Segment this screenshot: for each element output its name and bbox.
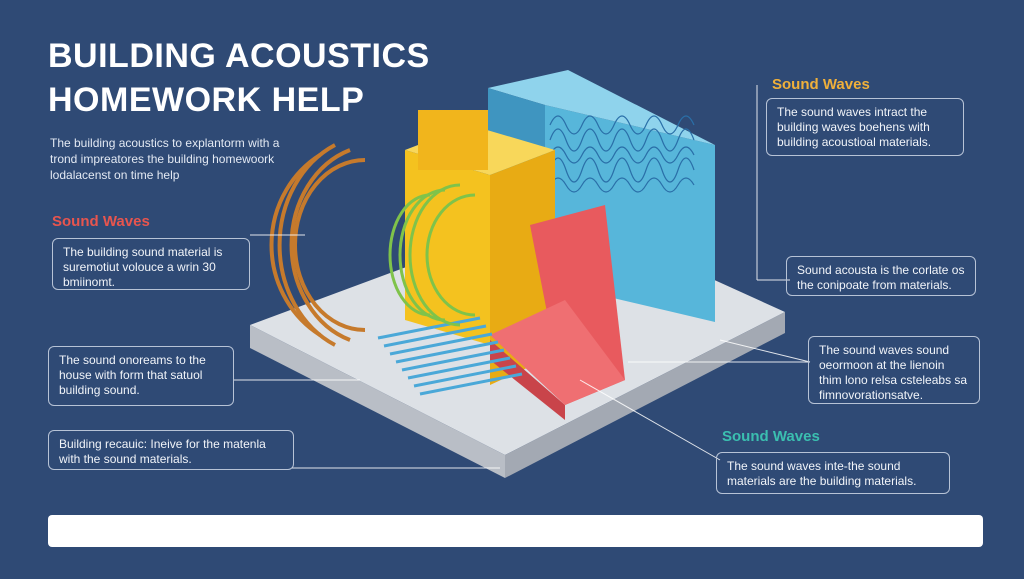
intro-text: The building acoustics to explantorm wit… bbox=[50, 136, 280, 182]
right-box-top: The sound waves intract the building wav… bbox=[766, 98, 964, 156]
leader-lines bbox=[233, 85, 811, 469]
blue-panel-waveform bbox=[549, 115, 695, 193]
left-box-3: Building recauic: Ineive for the matenla… bbox=[48, 430, 294, 470]
blue-panel-top bbox=[488, 70, 715, 145]
right-box-bottom: The sound waves inte-the sound materials… bbox=[716, 452, 950, 494]
title-line-1: BUILDING ACOUSTICS bbox=[48, 37, 430, 75]
yellow-panel-front bbox=[405, 150, 490, 345]
left-box-1: The building sound material is suremotiu… bbox=[52, 238, 250, 290]
right-heading-bottom: Sound Waves bbox=[722, 428, 820, 445]
left-box-2: The sound onoreams to the house with for… bbox=[48, 346, 234, 406]
right-heading-top: Sound Waves bbox=[772, 76, 870, 93]
yellow-panel-block bbox=[418, 110, 488, 170]
red-panel-floor bbox=[490, 300, 625, 405]
page-title: BUILDING ACOUSTICS HOMEWORK HELP bbox=[48, 34, 430, 122]
right-box-mid: Sound acousta is the corlate os the coni… bbox=[786, 256, 976, 296]
floor-slats bbox=[377, 316, 523, 396]
base-slab-left-side bbox=[250, 325, 505, 478]
right-box-lower: The sound waves sound oeormoon at the li… bbox=[808, 336, 980, 404]
bottom-bar bbox=[48, 515, 983, 547]
left-heading: Sound Waves bbox=[52, 213, 150, 230]
sound-waves-orange bbox=[269, 143, 366, 347]
sound-waves-green bbox=[388, 183, 476, 327]
red-panel-side bbox=[490, 340, 565, 420]
base-slab-right-side bbox=[505, 312, 785, 478]
title-line-2: HOMEWORK HELP bbox=[48, 81, 365, 119]
